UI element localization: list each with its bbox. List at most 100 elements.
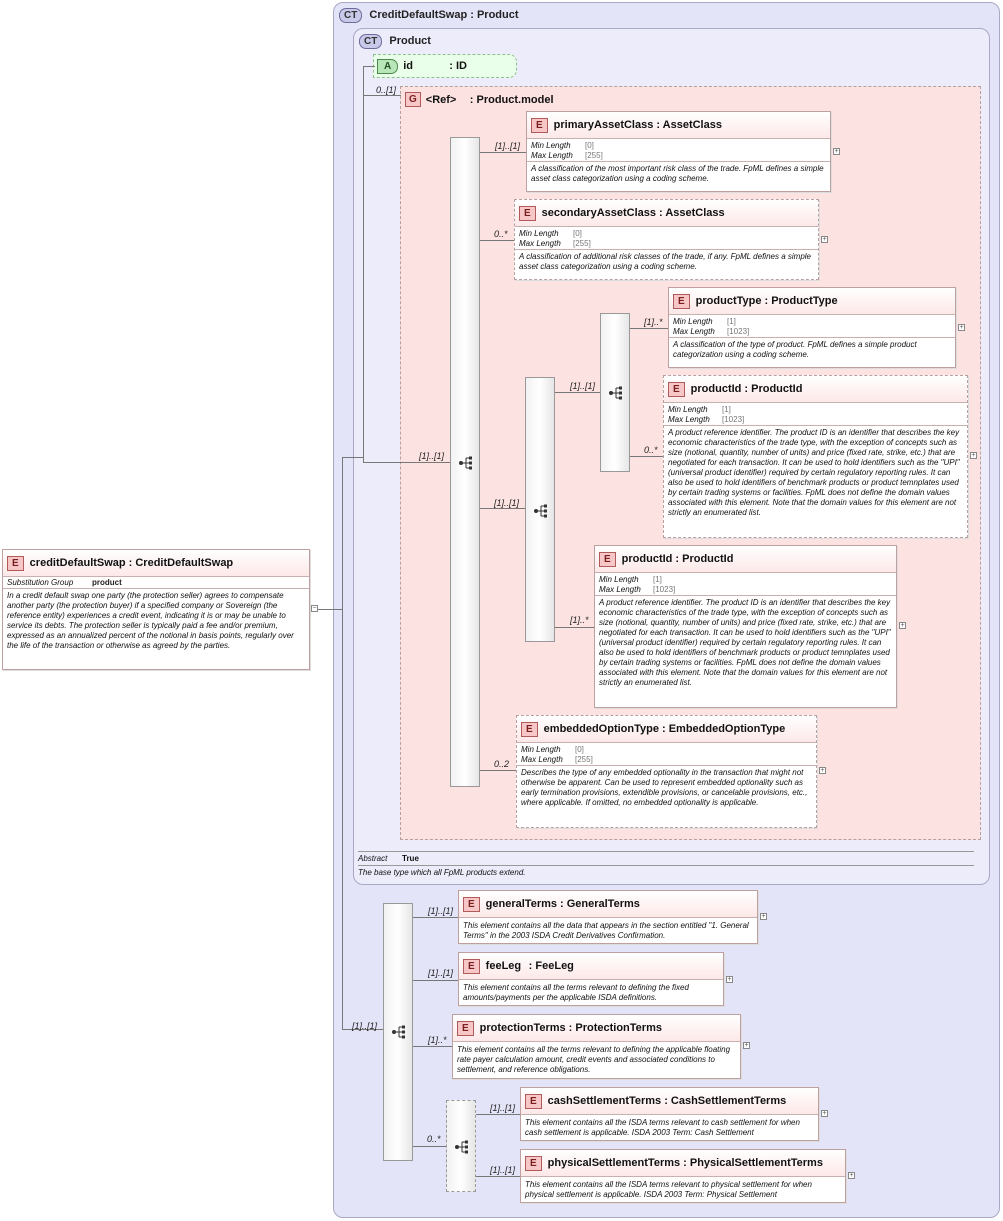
expand-icon[interactable]: + xyxy=(833,148,840,155)
abstract-row: Abstract True The base type which all Fp… xyxy=(358,851,974,877)
sequence-product-type[interactable] xyxy=(600,313,630,472)
connector xyxy=(476,1176,520,1177)
max-length-label: Max Length xyxy=(531,151,573,160)
element-cardinality: [1]..[1] xyxy=(490,1165,516,1175)
element-name: generalTerms xyxy=(485,898,557,910)
element-doc: A classification of the most important r… xyxy=(527,161,830,186)
max-length-value: [255] xyxy=(575,755,593,764)
element-cardinality: [1]..[1] xyxy=(490,1103,516,1113)
element-badge: E xyxy=(673,293,690,309)
max-length-label: Max Length xyxy=(599,585,641,594)
element-product-id[interactable]: E productId : ProductId Min Length[1] Ma… xyxy=(663,375,968,538)
element-name: protectionTerms xyxy=(479,1022,566,1034)
attribute-type: : ID xyxy=(449,60,467,72)
element-type: : PhysicalSettlementTerms xyxy=(683,1157,823,1169)
element-physical-settlement-terms[interactable]: E physicalSettlementTerms : PhysicalSett… xyxy=(520,1149,846,1203)
connector xyxy=(412,980,458,981)
max-length-label: Max Length xyxy=(673,327,715,336)
expand-icon[interactable]: + xyxy=(821,1110,828,1117)
element-type: : ProtectionTerms xyxy=(568,1022,662,1034)
element-name: productId xyxy=(621,553,673,565)
sequence-cardinality: [1]..[1] xyxy=(494,498,520,508)
element-secondary-asset-class[interactable]: E secondaryAssetClass : AssetClass Min L… xyxy=(514,199,819,280)
element-name: primaryAssetClass xyxy=(553,119,654,131)
connector xyxy=(342,457,343,1029)
min-length-value: [1] xyxy=(653,575,662,584)
element-doc: This element contains all the data that … xyxy=(463,921,749,940)
element-type: : GeneralTerms xyxy=(560,898,640,910)
group-badge: G xyxy=(405,92,421,107)
group-header: G <Ref> : Product.model xyxy=(405,92,554,107)
element-product-type[interactable]: E productType : ProductType Min Length[1… xyxy=(668,287,956,368)
sequence-cardinality: [1]..[1] xyxy=(570,381,596,391)
element-type: : AssetClass xyxy=(656,119,722,131)
max-length-label: Max Length xyxy=(521,755,563,764)
expand-icon[interactable]: + xyxy=(726,976,733,983)
element-doc: A product reference identifier. The prod… xyxy=(664,425,967,520)
expand-icon[interactable]: + xyxy=(899,622,906,629)
element-badge: E xyxy=(457,1020,474,1036)
element-cardinality: [1]..* xyxy=(644,317,663,327)
element-general-terms[interactable]: E generalTerms : GeneralTerms This eleme… xyxy=(458,890,758,944)
max-length-value: [1023] xyxy=(727,327,750,336)
element-badge: E xyxy=(519,205,536,221)
connector xyxy=(363,462,450,463)
min-length-label: Min Length xyxy=(519,229,559,238)
element-primary-asset-class[interactable]: E primaryAssetClass : AssetClass Min Len… xyxy=(526,111,831,192)
min-length-value: [1] xyxy=(727,317,736,326)
element-doc: A classification of additional risk clas… xyxy=(515,249,818,274)
element-doc: A product reference identifier. The prod… xyxy=(595,595,896,690)
element-fee-leg[interactable]: E feeLeg : FeeLeg This element contains … xyxy=(458,952,724,1006)
group-cardinality: 0..[1] xyxy=(376,85,397,95)
element-credit-default-swap[interactable]: E creditDefaultSwap : CreditDefaultSwap … xyxy=(2,549,310,670)
element-name: productType xyxy=(695,295,762,307)
attribute-badge: A xyxy=(377,58,399,74)
connector xyxy=(630,456,663,457)
max-length-value: [1023] xyxy=(722,415,745,424)
element-cash-settlement-terms[interactable]: E cashSettlementTerms : CashSettlementTe… xyxy=(520,1087,819,1141)
max-length-label: Max Length xyxy=(519,239,561,248)
group-name: <Ref> xyxy=(425,93,457,106)
connector xyxy=(480,508,526,509)
abstract-label: Abstract xyxy=(358,854,388,863)
element-name: feeLeg xyxy=(485,960,522,972)
element-type: : ProductId xyxy=(675,553,734,565)
element-cardinality: [1]..[1] xyxy=(428,968,454,978)
choice-product-id[interactable] xyxy=(525,377,555,642)
min-length-label: Min Length xyxy=(668,405,708,414)
element-type: : ProductId xyxy=(744,383,803,395)
element-embedded-option-type[interactable]: E embeddedOptionType : EmbeddedOptionTyp… xyxy=(516,715,817,828)
attribute-id[interactable]: A id : ID xyxy=(373,54,517,78)
expand-icon[interactable]: + xyxy=(743,1042,750,1049)
sequence-credit-default-swap[interactable] xyxy=(383,903,413,1161)
min-length-value: [0] xyxy=(573,229,582,238)
expand-icon[interactable]: + xyxy=(958,324,965,331)
element-badge: E xyxy=(599,551,616,567)
element-type: : EmbeddedOptionType xyxy=(661,723,786,735)
element-cardinality: [1]..* xyxy=(428,1035,447,1045)
element-cardinality: [1]..[1] xyxy=(495,141,521,151)
product-type-badge: CT xyxy=(359,34,383,49)
collapse-icon[interactable]: − xyxy=(311,605,318,612)
complex-type-header: CT CreditDefaultSwap : Product xyxy=(339,8,519,23)
min-length-value: [1] xyxy=(722,405,731,414)
choice-settlement[interactable] xyxy=(446,1100,476,1192)
max-length-value: [255] xyxy=(585,151,603,160)
expand-icon[interactable]: + xyxy=(819,767,826,774)
max-length-value: [255] xyxy=(573,239,591,248)
element-doc: This element contains all the terms rele… xyxy=(457,1045,731,1074)
element-cardinality: [1]..* xyxy=(570,615,589,625)
expand-icon[interactable]: + xyxy=(970,452,977,459)
element-type: : AssetClass xyxy=(659,207,725,219)
min-length-label: Min Length xyxy=(599,575,639,584)
expand-icon[interactable]: + xyxy=(760,913,767,920)
element-protection-terms[interactable]: E protectionTerms : ProtectionTerms This… xyxy=(452,1014,741,1079)
expand-icon[interactable]: + xyxy=(848,1172,855,1179)
connector xyxy=(342,457,364,458)
min-length-label: Min Length xyxy=(521,745,561,754)
element-product-id[interactable]: E productId : ProductId Min Length [1] Ma… xyxy=(594,545,897,708)
sequence-product-model[interactable] xyxy=(450,137,480,787)
expand-icon[interactable]: + xyxy=(821,236,828,243)
sequence-icon xyxy=(459,456,472,470)
connector xyxy=(342,1029,384,1030)
